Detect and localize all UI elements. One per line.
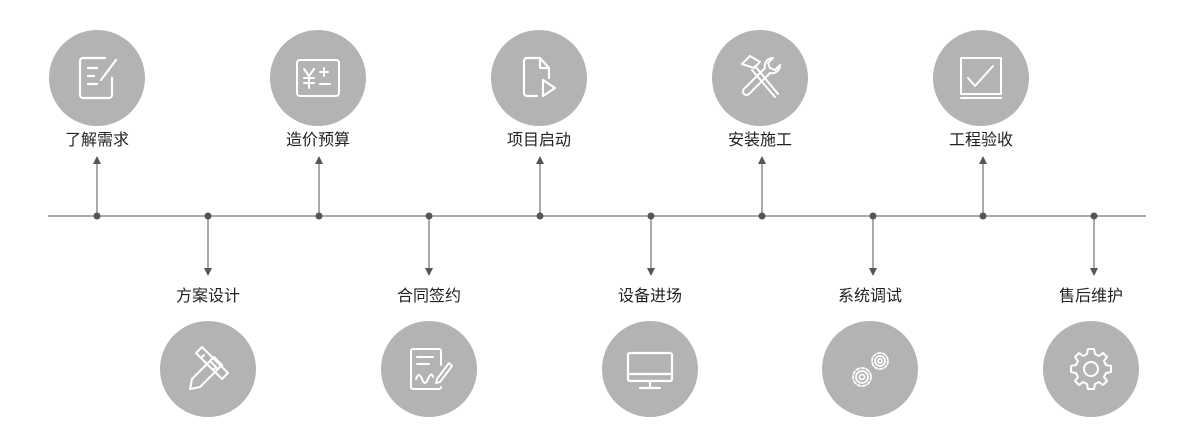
step-8: 系统调试 <box>822 286 918 417</box>
step-4: 合同签约 <box>381 286 477 417</box>
timeline-dot-5 <box>536 212 544 220</box>
step-6-label: 设备进场 <box>617 286 682 305</box>
step-10-label: 售后维护 <box>1058 286 1123 305</box>
timeline-dot-8 <box>869 212 877 220</box>
step-4-label: 合同签约 <box>396 286 461 305</box>
step-1-circle <box>49 30 145 126</box>
gears-icon <box>852 352 889 387</box>
connector-arrow-9 <box>979 156 987 164</box>
contract-sign-icon <box>410 348 453 390</box>
step-1: 了解需求 <box>49 30 145 150</box>
step-7: 安装施工 <box>712 30 808 150</box>
connector-arrow-10 <box>1090 268 1098 276</box>
connector-arrow-5 <box>536 156 544 164</box>
monitor-icon <box>626 351 674 390</box>
step-9-circle <box>933 30 1029 126</box>
connector-arrow-1 <box>93 156 101 164</box>
step-9: 工程验收 <box>933 30 1029 150</box>
calculator-yuan-icon <box>296 59 340 97</box>
step-5-circle <box>491 30 587 126</box>
step-10: 售后维护 <box>1043 286 1139 417</box>
timeline-dot-10 <box>1090 212 1098 220</box>
connector-arrow-6 <box>647 268 655 276</box>
step-2-label: 方案设计 <box>175 286 240 305</box>
step-5-label: 项目启动 <box>506 130 571 149</box>
timeline-dot-9 <box>979 212 987 220</box>
form-edit-icon <box>78 56 118 100</box>
step-3-label: 造价预算 <box>285 130 350 149</box>
gear-icon <box>1070 348 1112 390</box>
timeline-dot-3 <box>315 212 323 220</box>
step-1-label: 了解需求 <box>64 130 129 149</box>
timeline-dot-6 <box>647 212 655 220</box>
connector-arrow-7 <box>758 156 766 164</box>
hammer-wrench-icon <box>741 55 781 98</box>
check-board-icon <box>960 57 1002 99</box>
step-7-label: 安装施工 <box>727 130 792 149</box>
timeline-dot-2 <box>204 212 212 220</box>
document-play-icon <box>522 56 557 98</box>
connector-arrow-8 <box>869 268 877 276</box>
step-7-circle <box>712 30 808 126</box>
step-2: 方案设计 <box>160 286 256 417</box>
timeline-dot-1 <box>93 212 101 220</box>
step-8-circle <box>822 321 918 417</box>
step-10-circle <box>1043 321 1139 417</box>
connector-arrow-4 <box>425 268 433 276</box>
step-4-circle <box>381 321 477 417</box>
step-9-label: 工程验收 <box>948 130 1013 149</box>
step-2-circle <box>160 321 256 417</box>
step-3-circle <box>270 30 366 126</box>
step-6: 设备进场 <box>602 286 698 417</box>
step-3: 造价预算 <box>270 30 366 150</box>
timeline-dot-7 <box>758 212 766 220</box>
pencil-ruler-icon <box>189 346 229 390</box>
step-6-circle <box>602 321 698 417</box>
step-5: 项目启动 <box>491 30 587 150</box>
connector-arrow-3 <box>315 156 323 164</box>
step-8-label: 系统调试 <box>837 286 902 305</box>
connector-arrow-2 <box>204 268 212 276</box>
timeline-dot-4 <box>425 212 433 220</box>
